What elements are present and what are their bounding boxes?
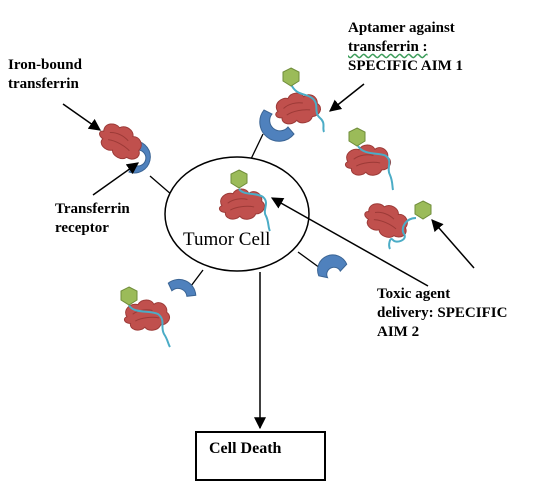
label-line: Iron-bound <box>8 57 82 73</box>
label-line: transferrin <box>8 76 79 92</box>
label-line: Toxic agent <box>377 286 451 302</box>
label-line: receptor <box>55 220 109 236</box>
aptamer-strand <box>238 188 271 232</box>
label-line: AIM 2 <box>377 324 420 340</box>
spoke-top <box>250 133 264 160</box>
label-line: delivery: SPECIFIC <box>377 305 508 321</box>
spoke-left <box>149 175 173 196</box>
label-line: transferrin : <box>348 39 428 55</box>
aptamer-complex-right-2 <box>359 196 432 250</box>
arrow-iron-bound <box>62 103 101 131</box>
aptamer-strand <box>357 145 394 191</box>
spoke-bottom-right <box>297 251 321 269</box>
aptamer-complex-right-1 <box>343 127 394 191</box>
cell-death-box: Cell Death <box>195 431 326 481</box>
transferrin-blob-icon <box>343 142 393 179</box>
receptor-transferrin-left <box>93 116 151 174</box>
aptamer-strand <box>290 83 325 133</box>
receptor-aptamer-top <box>259 67 325 142</box>
label-line: SPECIFIC AIM 1 <box>348 58 464 74</box>
cell-death-label: Cell Death <box>209 440 282 457</box>
label-transferrin-receptor: Transferrin receptor <box>55 200 130 238</box>
label-toxic-agent-specific-aim-2: Toxic agent delivery: SPECIFIC AIM 2 <box>377 285 507 342</box>
aptamer-strand <box>388 217 417 250</box>
transferrin-blob-icon <box>272 88 323 128</box>
iron-transferrin-icon <box>93 116 149 167</box>
hexagon-toxic-agent-icon <box>414 200 432 220</box>
arrow-toxic-delivery-right <box>431 219 475 269</box>
transferrin-receptor-icon <box>167 278 197 297</box>
receptor-aptamer-bottom-left <box>120 278 197 348</box>
transferrin-receptor-icon <box>259 109 295 142</box>
label-line: Transferrin <box>55 201 130 217</box>
hexagon-toxic-agent-icon <box>282 67 300 87</box>
aptamer-strand <box>128 304 171 348</box>
label-aptamer-specific-aim-1: Aptamer against transferrin : SPECIFIC A… <box>348 19 463 76</box>
tumor-cell-label: Tumor Cell <box>183 229 271 250</box>
arrow-aptamer <box>329 83 365 112</box>
label-line: Aptamer against <box>348 20 455 36</box>
hexagon-toxic-agent-icon <box>348 127 366 147</box>
transferrin-receptor-icon <box>317 254 348 279</box>
label-iron-bound-transferrin: Iron-bound transferrin <box>8 56 82 94</box>
hexagon-toxic-agent-icon <box>230 169 248 189</box>
hexagon-toxic-agent-icon <box>120 286 138 306</box>
internalized-complex <box>217 169 271 232</box>
arrow-receptor <box>92 162 139 196</box>
arrow-toxic-delivery <box>270 197 429 287</box>
